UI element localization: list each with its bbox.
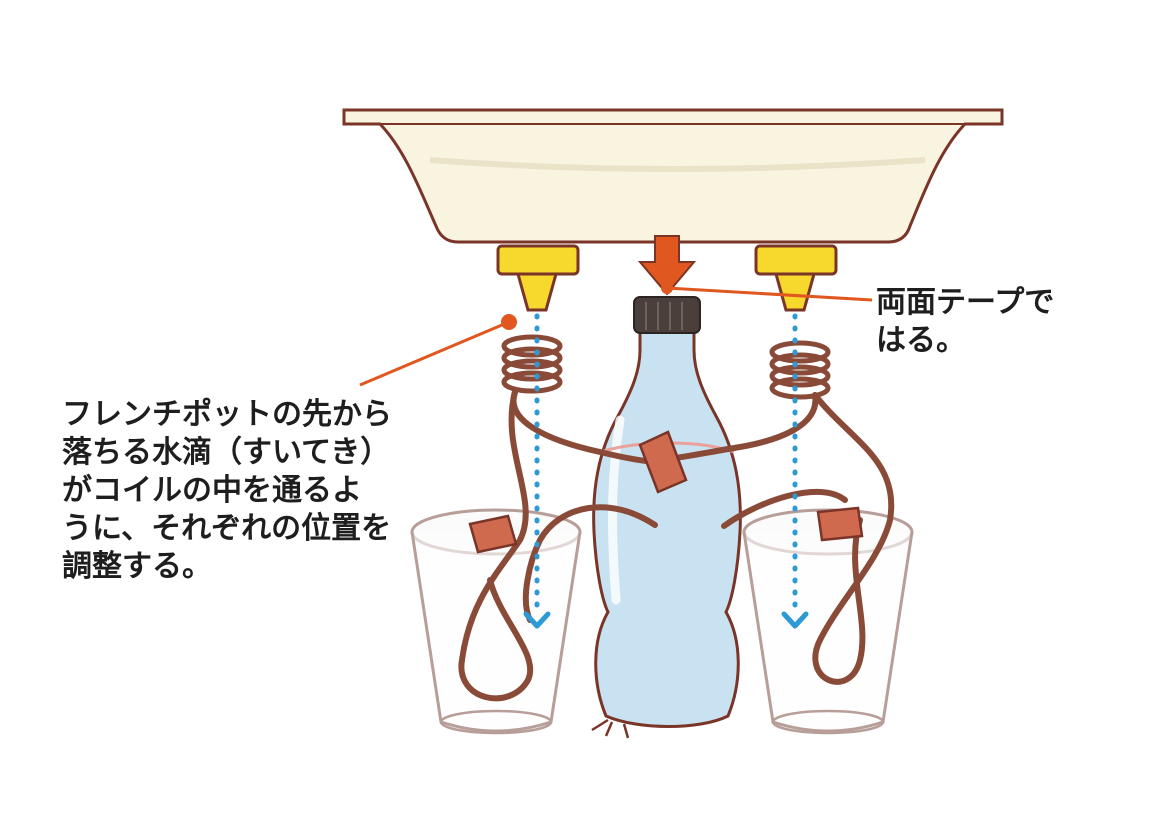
right-cup-tape [816,506,864,542]
right-nozzle [754,244,838,312]
left-coil [501,334,563,394]
right-coil [769,340,831,400]
tray [342,108,1004,244]
copper-wires [458,389,895,702]
left-cup-tape [468,514,518,554]
tape-callout-line: はる。 [876,323,966,358]
coil-callout-line: 落ちる水滴（すいてき） [62,435,391,470]
left-nozzle [496,244,580,312]
coil-leader-line [359,314,517,387]
bottle-tape [638,430,688,494]
plastic-bottle [591,330,742,739]
tape-leader-line [661,282,873,302]
coil-callout-line: がコイルの中を通るよ [62,473,362,508]
bottle-cap [633,296,701,334]
coil-callout: フレンチポットの先から 落ちる水滴（すいてき） がコイルの中を通るよ うに、それ… [62,396,392,586]
chevron-down-icon [523,611,551,629]
coil-callout-line: うに、それぞれの位置を [62,511,392,546]
coil-callout-line: フレンチポットの先から [62,397,392,432]
right-drip-path [781,313,809,629]
coil-callout-line: 調整する。 [62,549,212,584]
left-drip-path [523,313,551,629]
tape-callout-line: 両面テープで [876,285,1055,320]
down-arrow-icon [637,235,697,296]
tape-callout: 両面テープで はる。 [876,284,1054,360]
chevron-down-icon [781,611,809,629]
